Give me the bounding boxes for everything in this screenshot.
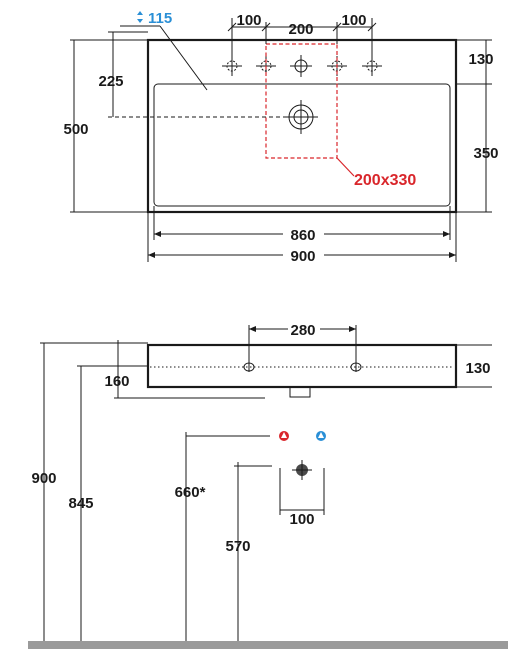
supply-height-dim: 660* [175, 484, 206, 501]
drain [284, 100, 318, 134]
tap-holes [222, 55, 382, 77]
height-900-dim: 900 [31, 470, 56, 487]
wall-drain [292, 460, 312, 480]
cutout-area [265, 43, 338, 159]
tap-hole-1 [222, 56, 242, 76]
overflow-dim: 115 [148, 10, 172, 27]
tap-spacing-left: 100 [236, 12, 261, 29]
drop-height-dim: 160 [104, 373, 129, 390]
top-view: 115 100 200 100 225 500 130 350 200x330 … [63, 10, 498, 265]
cutout-leader [336, 157, 355, 177]
basin-outline [146, 38, 458, 214]
floor [28, 641, 508, 649]
basin-depth-dim: 350 [473, 145, 498, 162]
drain-width-dim: 100 [289, 511, 314, 528]
cold-valve [316, 431, 326, 441]
hole-spacing-dim: 280 [290, 322, 315, 339]
overflow-leader [159, 25, 208, 91]
total-width-dim: 900 [290, 248, 315, 265]
hot-valve [279, 431, 289, 441]
bowl-outline [153, 83, 451, 207]
drain-profile [289, 386, 311, 398]
cutout-size-dim: 200x330 [354, 172, 416, 189]
tap-hole-5 [362, 56, 382, 76]
back-band-dim: 130 [468, 51, 493, 68]
overflow-down-icon [137, 19, 143, 23]
basin-height-dim: 130 [465, 360, 490, 377]
tap-spacing-right: 100 [341, 12, 366, 29]
side-view: 280 130 160 900 845 660* 570 100 [28, 322, 508, 649]
total-depth-dim: 500 [63, 121, 88, 138]
height-845-dim: 845 [68, 495, 93, 512]
drain-height-dim: 570 [225, 538, 250, 555]
basin-profile [146, 343, 458, 389]
overflow-up-icon [137, 11, 143, 15]
tap-spacing-center: 200 [288, 21, 313, 38]
tap-hole-center [290, 55, 312, 77]
inner-width-dim: 860 [290, 227, 315, 244]
front-offset-dim: 225 [98, 73, 123, 90]
